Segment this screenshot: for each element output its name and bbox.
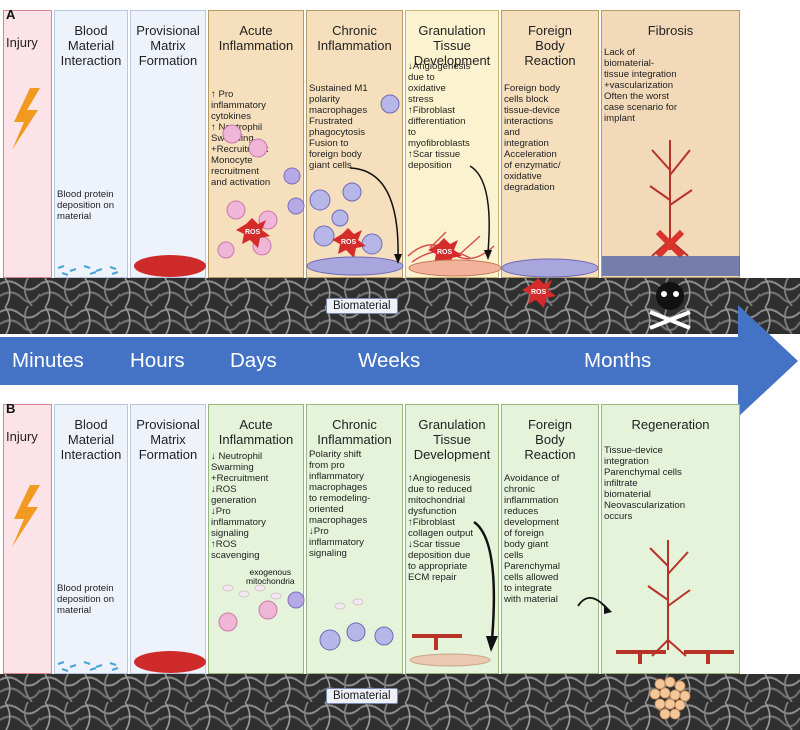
timeline-label-hours: Hours [130,349,185,372]
stage-title: Injury [6,429,38,444]
stage-description: Blood protein deposition on material [57,583,115,616]
stage-title: Provisional Matrix Formation [136,23,200,68]
panel-letter: B [6,401,16,416]
stage-description: ↓ Neutrophil Swarming +Recruitment ↓ROS … [211,451,269,561]
stage-column-injury: Injury [3,404,52,674]
stage-title: Regeneration [631,417,710,432]
stage-title: Blood Material Interaction [60,23,122,68]
stage-column-pmf: Provisional Matrix Formation [130,404,206,674]
timeline-arrow [0,305,798,417]
stage-title: Chronic Inflammation [317,417,392,447]
stage-column-acute: Acute Inflammation ↑ Pro inflammatory cyt… [208,10,304,278]
ros-label: ROS [531,289,547,296]
stage-title: Blood Material Interaction [60,417,122,462]
biomaterial-layer-b [0,674,800,730]
ros-label: ROS [437,249,453,256]
stage-column-injury: Injury [3,10,52,278]
stage-description: Avoidance of chronic inflammation reduce… [504,473,560,605]
stage-title: Acute Inflammation [218,417,294,447]
stage-description: ↑Angiogenesis due to reduced mitochondri… [408,473,474,583]
stage-column-acute: Acute Inflammation ↓ Neutrophil Swarming … [208,404,304,674]
stage-column-granulation: Granulation Tissue Development↓Angiogene… [405,10,499,278]
stage-description: Blood protein deposition on material [57,189,115,222]
stage-column-pmf: Provisional Matrix Formation [130,10,206,278]
timeline-label-weeks: Weeks [358,349,421,372]
stage-title: Fibrosis [647,23,694,38]
stage-description: Polarity shift from pro inflammatory mac… [309,449,371,559]
panel-letter: A [6,7,16,22]
stage-description: Lack of biomaterial- tissue integration … [604,47,678,124]
stage-title: Granulation Tissue Development [413,417,491,462]
stage-title: Granulation Tissue Development [413,23,491,68]
ros-label: ROS [341,239,357,246]
ros-label: ROS [245,229,261,236]
stage-description: Sustained M1 polarity macrophages Frustr… [309,83,368,171]
stage-description: Tissue-device integration Parenchymal ce… [604,445,686,522]
stage-title: Acute Inflammation [218,23,294,53]
timeline-label-months: Months [584,349,652,372]
timeline-label-days: Days [230,349,277,372]
timeline-label-minutes: Minutes [12,349,84,372]
stage-title: Foreign Body Reaction [524,23,576,68]
stage-title: Injury [6,35,38,50]
stage-description: ↓Angiogenesis due to oxidative stress ↑F… [408,61,471,171]
stage-description: Foreign body cells block tissue-device i… [504,83,561,193]
stage-title: Chronic Inflammation [317,23,392,53]
biomaterial-label-b: Biomaterial [326,688,398,704]
stage-description: ↑ Pro inflammatory cytokines ↑ Neutrophi… [211,89,271,188]
stage-column-granulation: Granulation Tissue Development ↑Angiogene… [405,404,499,674]
biomaterial-label-a: Biomaterial [326,298,398,314]
regenerated-tissue-cluster [649,676,691,720]
stage-title: Foreign Body Reaction [524,417,576,462]
stage-title: Provisional Matrix Formation [136,417,200,462]
mitochondria-label: exogenous mitochondria [246,567,295,586]
